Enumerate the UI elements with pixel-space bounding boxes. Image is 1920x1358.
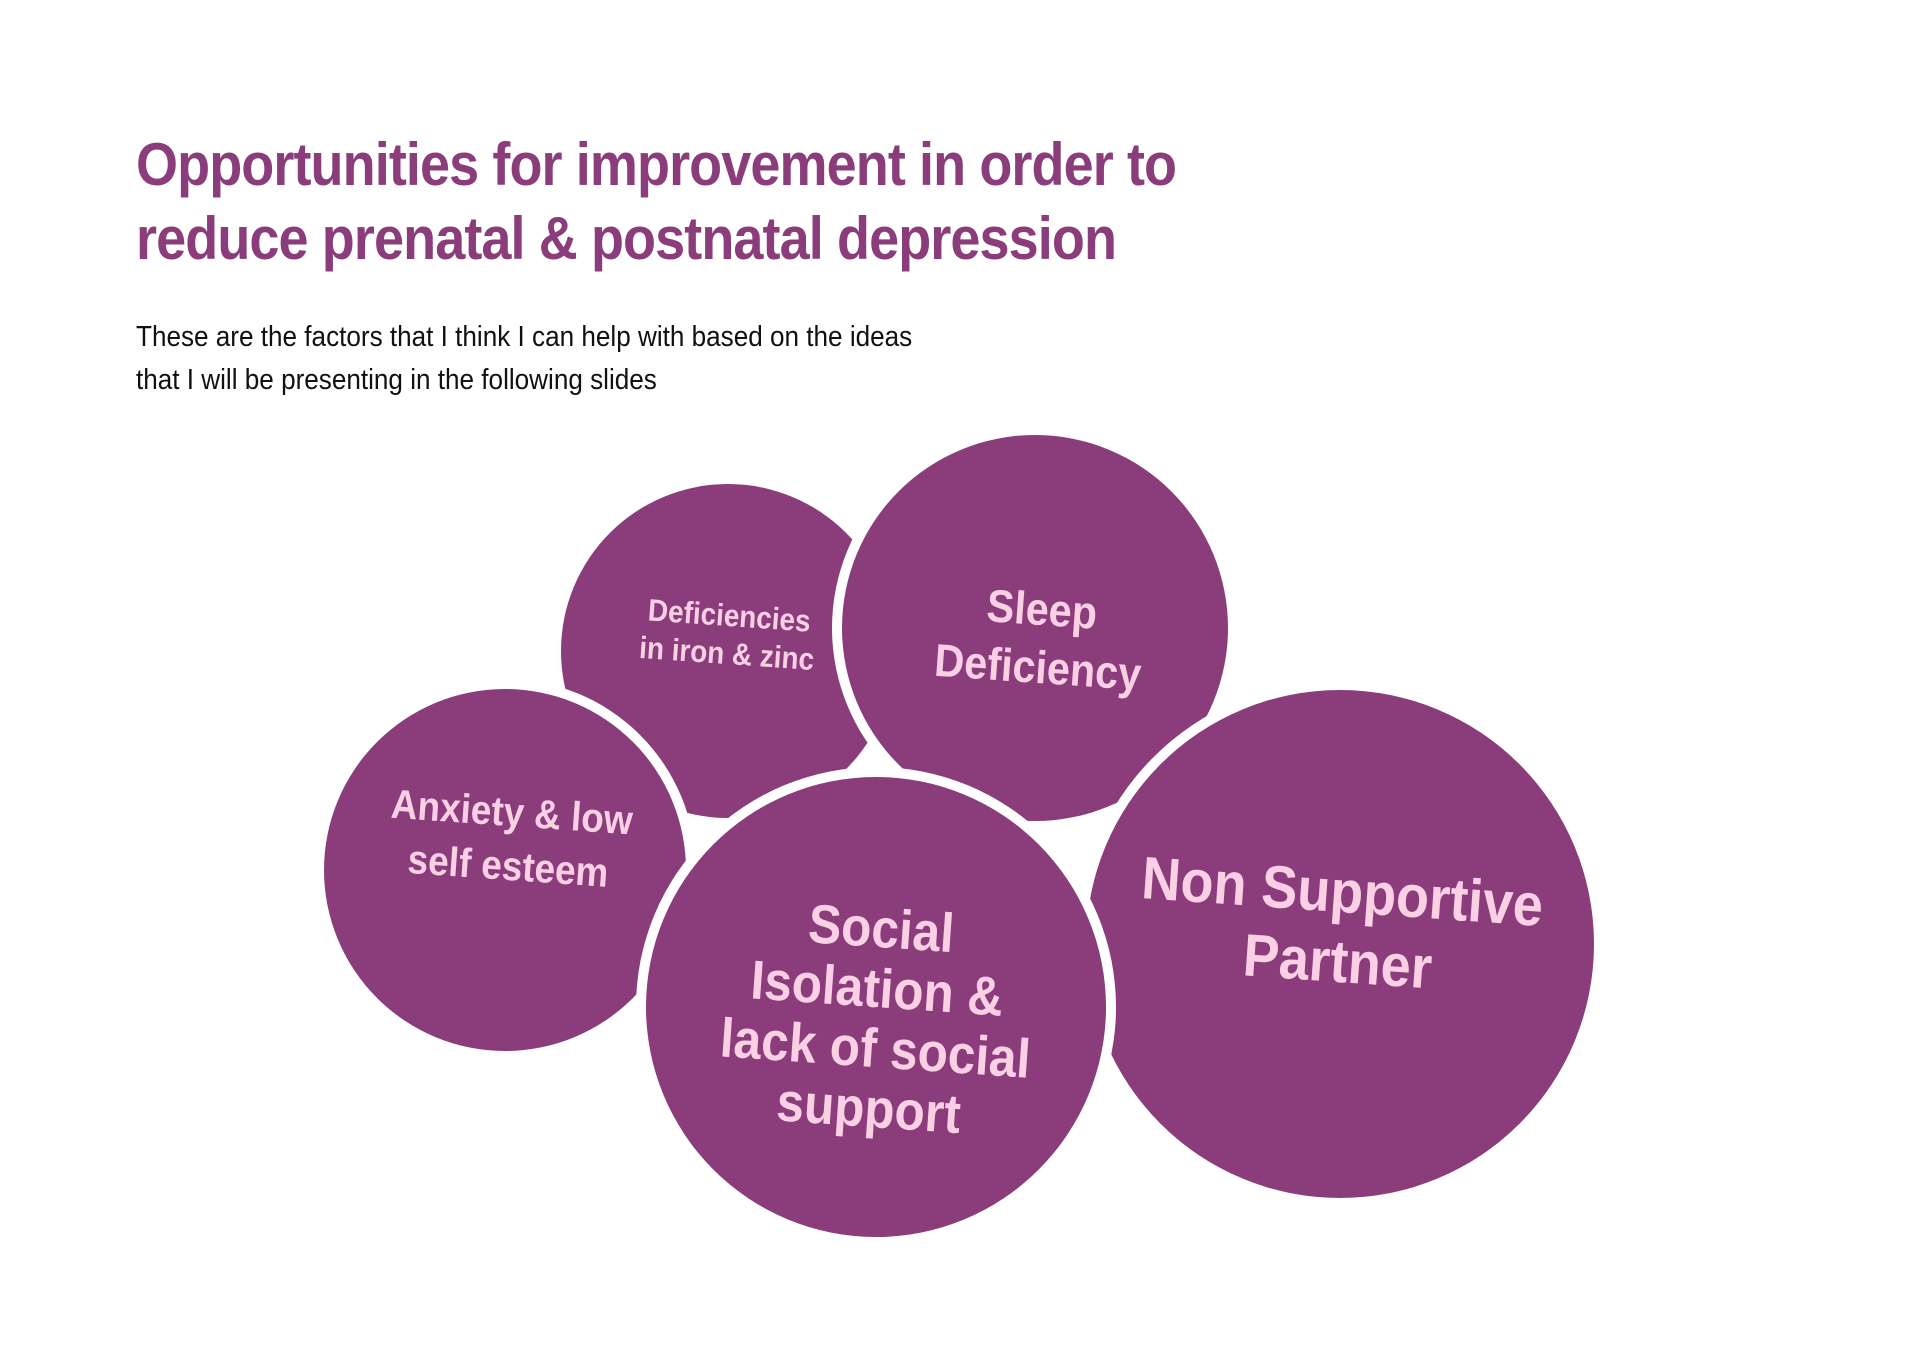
bubble-anxiety-label: Anxiety & low self esteem <box>381 776 640 901</box>
bubble-sleep-label: Sleep Deficiency <box>910 571 1169 704</box>
bubble-partner-label: Non Supportive Partner <box>1133 843 1547 1011</box>
page-subtitle-line-2: that I will be presenting in the followi… <box>136 364 657 396</box>
bubble-partner <box>1086 690 1594 1198</box>
page-title: Opportunities for improvement in order t… <box>136 128 1306 276</box>
bubble-social <box>646 777 1106 1237</box>
page-subtitle-line-1: These are the factors that I think I can… <box>136 321 913 353</box>
bubble-anxiety <box>324 689 686 1051</box>
page-title-line-2: reduce prenatal & postnatal depression <box>136 205 1117 272</box>
page-title-line-1: Opportunities for improvement in order t… <box>136 131 1177 198</box>
page-subtitle: These are the factors that I think I can… <box>136 316 912 402</box>
bubble-iron-zinc-label: Deficiencies in iron & zinc <box>609 589 848 681</box>
bubble-social-label: Social Isolation & lack of social suppor… <box>714 888 1036 1149</box>
